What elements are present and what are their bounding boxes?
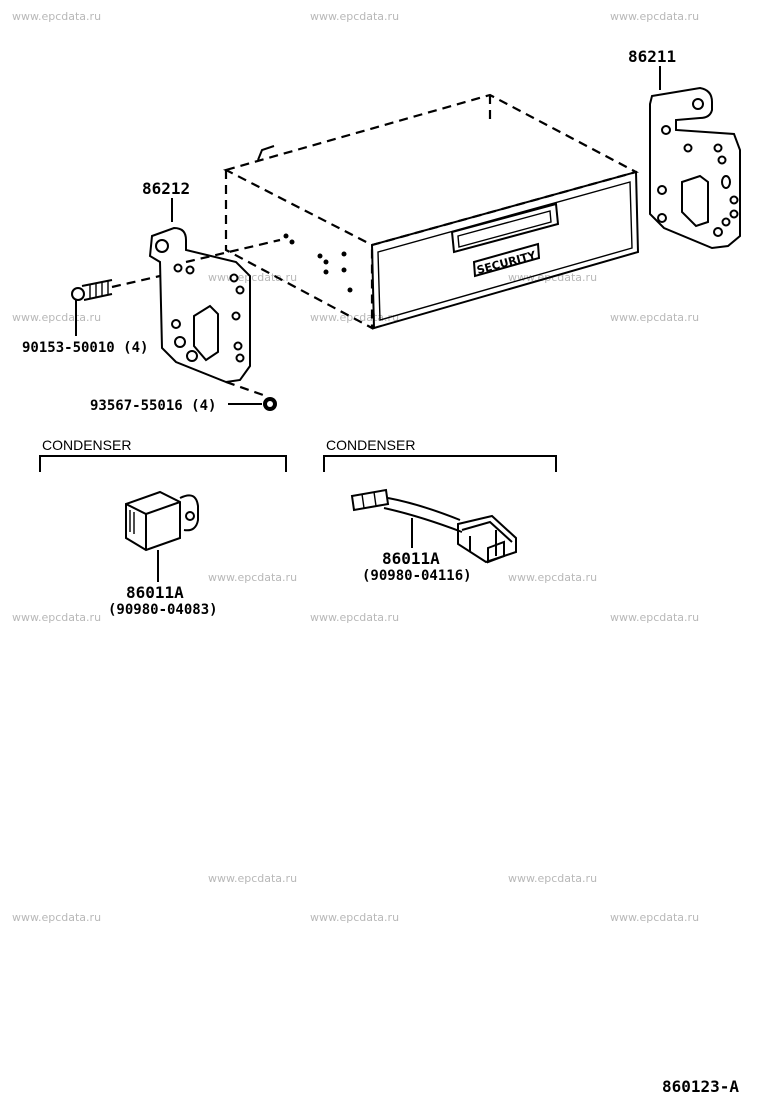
watermark: www.epcdata.ru xyxy=(310,10,399,23)
nut-93567-55016: 93567-55016 (4) xyxy=(90,380,277,414)
watermark: www.epcdata.ru xyxy=(12,611,101,624)
watermark: www.epcdata.ru xyxy=(508,571,597,584)
diagram-code: 860123-A xyxy=(662,1077,739,1096)
part-label-86211: 86211 xyxy=(628,47,676,66)
condenser-left: CONDENSER 86011A (90980-04083) xyxy=(39,437,287,618)
condenser-right-header: CONDENSER xyxy=(326,437,415,453)
watermark: www.epcdata.ru xyxy=(208,271,297,284)
watermark: www.epcdata.ru xyxy=(12,10,101,23)
condenser-left-header: CONDENSER xyxy=(42,437,131,453)
watermark: www.epcdata.ru xyxy=(208,571,297,584)
watermark: www.epcdata.ru xyxy=(310,611,399,624)
watermark: www.epcdata.ru xyxy=(12,311,101,324)
watermark: www.epcdata.ru xyxy=(208,872,297,885)
condenser-right: CONDENSER 86011A (90980-04116) xyxy=(323,437,557,584)
bracket-left-86212: 86212 xyxy=(142,179,281,384)
watermark: www.epcdata.ru xyxy=(610,311,699,324)
condenser-right-part-no: 86011A xyxy=(382,549,440,568)
part-label-nut: 93567-55016 (4) xyxy=(90,398,216,414)
watermark: www.epcdata.ru xyxy=(310,911,399,924)
part-label-86212: 86212 xyxy=(142,179,190,198)
watermark: www.epcdata.ru xyxy=(610,911,699,924)
watermark: www.epcdata.ru xyxy=(610,611,699,624)
condenser-left-sub-no: (90980-04083) xyxy=(108,602,218,618)
screw-90153-50010: 90153-50010 (4) xyxy=(22,274,161,356)
watermark-layer: www.epcdata.ru www.epcdata.ru www.epcdat… xyxy=(12,10,699,924)
security-unit: SECURITY xyxy=(223,93,640,330)
part-label-screw: 90153-50010 (4) xyxy=(22,340,148,356)
condenser-right-sub-no: (90980-04116) xyxy=(362,568,472,584)
condenser-left-part-no: 86011A xyxy=(126,583,184,602)
watermark: www.epcdata.ru xyxy=(12,911,101,924)
watermark: www.epcdata.ru xyxy=(610,10,699,23)
bracket-right-86211: 86211 xyxy=(628,47,741,250)
watermark: www.epcdata.ru xyxy=(508,872,597,885)
